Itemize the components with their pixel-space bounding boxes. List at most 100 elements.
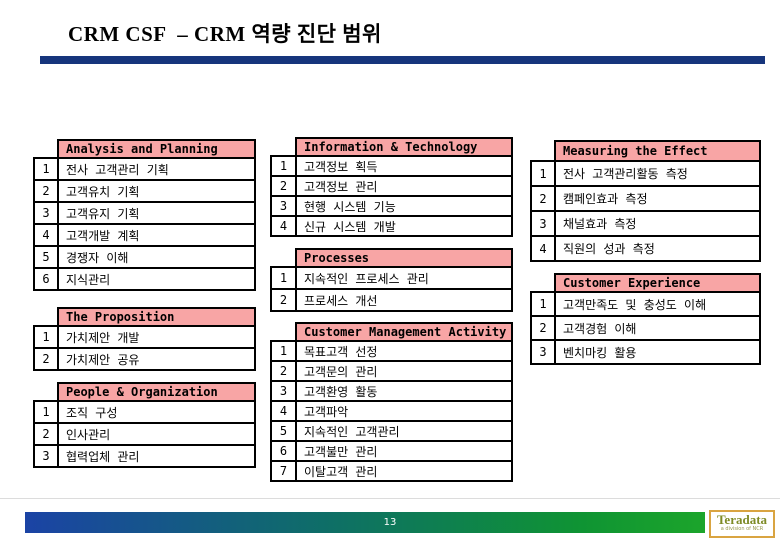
table-row: 4 고객파악 <box>270 400 513 422</box>
row-number: 2 <box>270 360 297 382</box>
row-label: 고객경험 이해 <box>554 315 761 341</box>
row-number: 1 <box>530 160 556 187</box>
row-number: 1 <box>33 157 59 181</box>
table-row: 4 신규 시스템 개발 <box>270 215 513 237</box>
row-label: 고객불만 관리 <box>295 440 513 462</box>
table-row: 7 이탈고객 관리 <box>270 460 513 482</box>
table-row: 2 고객경험 이해 <box>530 315 761 341</box>
footer-divider-line <box>0 498 780 499</box>
row-number: 1 <box>270 266 297 290</box>
table-row: 1 조직 구성 <box>33 400 256 424</box>
table-row: 2 캠페인효과 측정 <box>530 185 761 212</box>
row-number: 2 <box>270 175 297 197</box>
slide-title: CRM CSF – CRM 역량 진단 범위 <box>68 22 382 46</box>
row-label: 프로세스 개선 <box>295 288 513 312</box>
table-row: 1 가치제안 개발 <box>33 325 256 349</box>
row-label: 경쟁자 이해 <box>57 245 256 269</box>
table-row: 5 경쟁자 이해 <box>33 245 256 269</box>
row-label: 캠페인효과 측정 <box>554 185 761 212</box>
row-number: 3 <box>33 444 59 468</box>
table-row: 2 가치제안 공유 <box>33 347 256 371</box>
table-customer-experience: Customer Experience 1 고객만족도 및 충성도 이해 2 고… <box>530 273 761 365</box>
footer-gradient-bar <box>25 512 705 533</box>
row-number: 5 <box>33 245 59 269</box>
table-row: 3 벤치마킹 활용 <box>530 339 761 365</box>
table-analysis-and-planning: Analysis and Planning 1 전사 고객관리 기획 2 고객유… <box>33 139 256 291</box>
row-number: 1 <box>270 340 297 362</box>
row-label: 직원의 성과 측정 <box>554 235 761 262</box>
table-header: People & Organization <box>57 382 256 402</box>
row-label: 지식관리 <box>57 267 256 291</box>
table-row: 1 전사 고객관리활동 측정 <box>530 160 761 187</box>
table-row: 1 고객정보 획득 <box>270 155 513 177</box>
table-row: 1 지속적인 프로세스 관리 <box>270 266 513 290</box>
row-label: 지속적인 고객관리 <box>295 420 513 442</box>
table-row: 3 고객유지 기획 <box>33 201 256 225</box>
table-row: 3 협력업체 관리 <box>33 444 256 468</box>
table-row: 2 고객정보 관리 <box>270 175 513 197</box>
table-row: 6 고객불만 관리 <box>270 440 513 462</box>
table-row: 4 직원의 성과 측정 <box>530 235 761 262</box>
row-number: 6 <box>33 267 59 291</box>
table-header: Processes <box>295 248 513 268</box>
row-label: 고객만족도 및 충성도 이해 <box>554 291 761 317</box>
row-label: 목표고객 선정 <box>295 340 513 362</box>
row-number: 4 <box>530 235 556 262</box>
table-row: 6 지식관리 <box>33 267 256 291</box>
table-row: 4 고객개발 계획 <box>33 223 256 247</box>
teradata-logo: Teradata a division of NCR <box>709 510 775 538</box>
page-number: 13 <box>383 517 397 528</box>
row-label: 전사 고객관리활동 측정 <box>554 160 761 187</box>
table-row: 3 현행 시스템 기능 <box>270 195 513 217</box>
row-label: 신규 시스템 개발 <box>295 215 513 237</box>
table-processes: Processes 1 지속적인 프로세스 관리 2 프로세스 개선 <box>270 248 513 312</box>
row-label: 고객유치 기획 <box>57 179 256 203</box>
row-number: 1 <box>530 291 556 317</box>
row-number: 2 <box>33 422 59 446</box>
row-label: 고객정보 관리 <box>295 175 513 197</box>
table-people-and-organization: People & Organization 1 조직 구성 2 인사관리 3 협… <box>33 382 256 468</box>
table-row: 1 목표고객 선정 <box>270 340 513 362</box>
row-label: 전사 고객관리 기획 <box>57 157 256 181</box>
table-customer-management-activity: Customer Management Activity 1 목표고객 선정 2… <box>270 322 513 482</box>
table-row: 1 전사 고객관리 기획 <box>33 157 256 181</box>
table-row: 2 고객문의 관리 <box>270 360 513 382</box>
row-label: 고객환영 활동 <box>295 380 513 402</box>
row-label: 협력업체 관리 <box>57 444 256 468</box>
table-row: 3 채널효과 측정 <box>530 210 761 237</box>
table-row: 5 지속적인 고객관리 <box>270 420 513 442</box>
row-number: 4 <box>270 215 297 237</box>
row-number: 2 <box>33 179 59 203</box>
row-number: 2 <box>270 288 297 312</box>
row-label: 지속적인 프로세스 관리 <box>295 266 513 290</box>
row-number: 1 <box>270 155 297 177</box>
teradata-logo-brand: Teradata <box>716 512 768 527</box>
table-row: 2 고객유치 기획 <box>33 179 256 203</box>
table-information-and-technology: Information & Technology 1 고객정보 획득 2 고객정… <box>270 137 513 237</box>
row-label: 고객정보 획득 <box>295 155 513 177</box>
row-label: 고객문의 관리 <box>295 360 513 382</box>
row-number: 3 <box>270 380 297 402</box>
row-label: 벤치마킹 활용 <box>554 339 761 365</box>
row-number: 2 <box>530 315 556 341</box>
teradata-logo-tagline: a division of NCR <box>720 526 764 532</box>
table-the-proposition: The Proposition 1 가치제안 개발 2 가치제안 공유 <box>33 307 256 371</box>
row-number: 3 <box>530 339 556 365</box>
row-number: 4 <box>33 223 59 247</box>
row-label: 가치제안 공유 <box>57 347 256 371</box>
row-number: 2 <box>530 185 556 212</box>
row-number: 3 <box>270 195 297 217</box>
table-row: 1 고객만족도 및 충성도 이해 <box>530 291 761 317</box>
row-number: 1 <box>33 325 59 349</box>
table-header: Analysis and Planning <box>57 139 256 159</box>
row-number: 7 <box>270 460 297 482</box>
row-number: 3 <box>33 201 59 225</box>
table-header: Measuring the Effect <box>554 140 761 162</box>
row-number: 2 <box>33 347 59 371</box>
row-number: 5 <box>270 420 297 442</box>
row-number: 3 <box>530 210 556 237</box>
table-row: 2 인사관리 <box>33 422 256 446</box>
row-label: 이탈고객 관리 <box>295 460 513 482</box>
table-row: 3 고객환영 활동 <box>270 380 513 402</box>
